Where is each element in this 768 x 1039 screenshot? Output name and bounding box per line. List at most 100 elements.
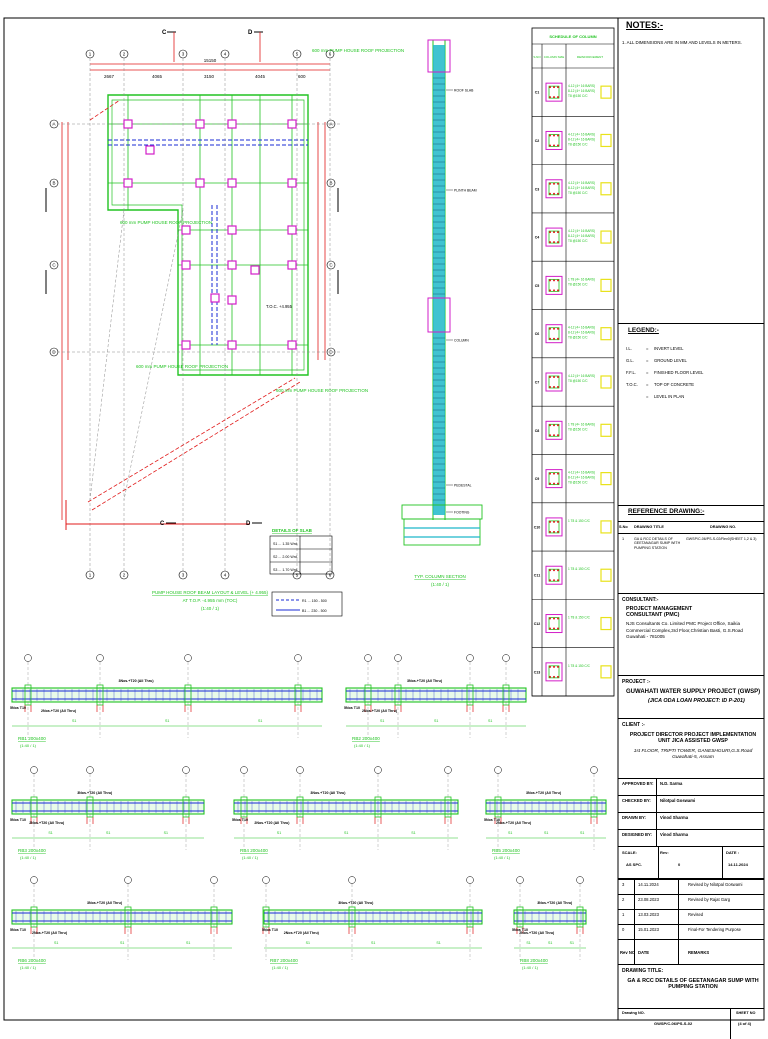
beam-grid-bubble [444,766,452,774]
stirrup-zone-label: S1 [186,941,190,945]
grid-bubble [178,570,188,580]
schedule-reinf-text: 8-12 (4+ 16 BARS) [568,186,595,190]
roof-note-right: 600 mm PUMP HOUSE ROOF PROJECTION [276,388,368,393]
section-mark-c-bottom: C [160,521,176,527]
schedule-header-size: COLUMN SIZE [544,55,565,59]
bottom-bar-callout: 2Nos.+T20 (All Thru) [284,931,320,935]
stirrup-zone-label: S1 [371,941,375,945]
legend-desc: LEVEL IN PLAN [654,394,685,399]
beam-body [233,799,459,815]
plan-column [123,119,133,129]
approval-name: N.D. Sarma [660,781,683,786]
revision-date: 15.01.2023 [638,927,659,932]
beam-grid-bubble [374,766,382,774]
bottom-bar-callout: 2Nos.+T20 (All Thru) [29,821,65,825]
stirrup-zone-label: S1 [120,941,124,945]
grid-bubble-label: 5 [296,573,299,578]
plan-column [287,119,297,129]
approval-row: APPROVED BY:N.D. Sarma [618,778,764,796]
beam-label: RB3 200x400 [18,848,46,853]
schedule-column-id: C1 [535,91,540,95]
grid-bubble-label: 2 [123,52,126,57]
rev-label: Rev: [660,850,669,855]
ref-row-title: GA & RCC DETAILS OF GEETANAGAR SUMP WITH… [634,537,681,550]
link-callout: 5Nos T10 [232,818,248,822]
bottom-bar-callout: 2Nos.+T20 (All Thru) [362,709,398,713]
schedule-reinf-text: 4-12 (4+ 16 BARS) [568,132,595,136]
total-dim: 15150 [204,58,217,63]
beam-scale: (1:40 / 1) [20,855,37,860]
beam-legend: R1 ... 150 - 500 B1 ... 230 - 500 [271,591,343,617]
schedule-reinf-text: T8 @150 C/C [568,239,588,243]
plan-caption: PUMP HOUSE ROOF BEAM LAYOUT & LEVEL (+ 4… [152,590,268,595]
top-bar-callout: 3Nos.+T20 (All Thru) [407,679,443,683]
legend-eq: = [646,370,649,375]
slab-key: DETAILS OF SLAB S1 ... 1.35 Wrd. S2 ... … [269,528,333,575]
grid-bubble-label: 1 [89,52,92,57]
plan-caption-scale: (1:40 / 1) [201,606,220,611]
beam-body [11,909,233,925]
beam-label: RB5 200x400 [492,848,520,853]
schedule-tie-detail [600,472,612,486]
plan-column [210,293,220,303]
roof-note-top: 600 mm PUMP HOUSE ROOF PROJECTION [312,48,404,53]
grid-bubble-label: 1 [89,573,92,578]
column-ties [433,77,445,501]
plan-columns [123,119,297,350]
beam-grid-bubble [96,654,104,662]
project-sub: (JICA ODA LOAN PROJECT: ID P-201) [648,698,745,704]
plan-column [287,260,297,270]
date-value: 14.11.2024 [728,862,748,867]
consultant-section: CONSULTANT:- PROJECT MANAGEMENT CONSULTA… [618,593,764,676]
plan-column [227,340,237,350]
revision-no: 1 [622,912,625,917]
schedule-tie-detail [600,665,612,679]
schedule-reinf-text: 4-12 (4+ 16 BARS) [568,84,595,88]
svg-text:D: D [248,30,253,36]
beam-grid-bubble [348,876,356,884]
beam-scale: (1:40 / 1) [242,855,259,860]
top-bar-callout: 3Nos.+T20 (All Thru) [119,679,155,683]
link-callout: 5Nos T10 [10,818,26,822]
beam-elevation: 3Nos.+T20 (All Thru)2Nos.+T20 (All Thru)… [10,876,233,970]
stirrup-zone-label: S1 [580,831,584,835]
beam-elevation: 3Nos.+T20 (All Thru) 2Nos.+T20 (All Thru)… [344,654,527,748]
schedule-column-id: C5 [535,284,540,288]
plan-column [227,260,237,270]
beam-scale: (1:40 / 1) [20,743,37,748]
roof-note-low: 600 mm PUMP HOUSE ROOF PROJECTION [136,364,228,369]
grid-bubble-label: 6 [329,573,332,578]
legend-abbr: F.F.L. [626,370,637,375]
link-callout: 5Nos T10 [262,928,278,932]
client-section: CLIENT :- PROJECT DIRECTOR PROJECT IMPLE… [618,718,764,779]
stirrup-zone-label: S1 [434,719,438,723]
beam-elevation: 3Nos.+T20 (All Thru)2Nos.+T20 (All Thru)… [10,766,205,860]
legend-abbr: G.L. [626,358,634,363]
consultant-label: CONSULTANT:- [622,597,659,603]
schedule-reinf-text: 8-12 (4+ 16 BARS) [568,137,595,141]
row-bubble-label: C [329,263,333,268]
dim-2: 4065 [152,74,163,79]
beam-grid-bubble [30,766,38,774]
drawing-title-label: DRAWING TITLE: [622,968,664,974]
title-block: NOTES:- 1. ALL DIMENSIONS ARE IN MM AND … [618,18,764,1039]
row-bubble-label: C [52,263,56,268]
reference-section: REFERENCE DRAWING:- S.No DRAWING TITLE D… [618,505,764,594]
bottom-bar-callout: 2Nos.+T20 (All Thru) [496,821,532,825]
schedule-reinf-text: T8 @150 C/C [568,191,588,195]
svg-text:S2 ... 2.00 Wrd.: S2 ... 2.00 Wrd. [273,555,298,559]
toc-label: T.O.C. +4.955 [266,304,293,309]
revision-header: Rev NO [620,950,636,955]
beam-grid-bubble [240,766,248,774]
column-section-note: FOOTING [454,510,470,514]
schedule-reinf-text: 4-12 (4+ 16 BARS) [568,229,595,233]
stirrup-zone-label: S1 [570,941,574,945]
beam-label: RB1 200x400 [18,736,46,741]
beam-scale: (1:40 / 1) [354,743,371,748]
schedule-column-id: C3 [535,187,540,191]
beam-grid-bubble [502,654,510,662]
legend-title: LEGEND:- [628,327,659,334]
beam-grid-bubble [494,766,502,774]
